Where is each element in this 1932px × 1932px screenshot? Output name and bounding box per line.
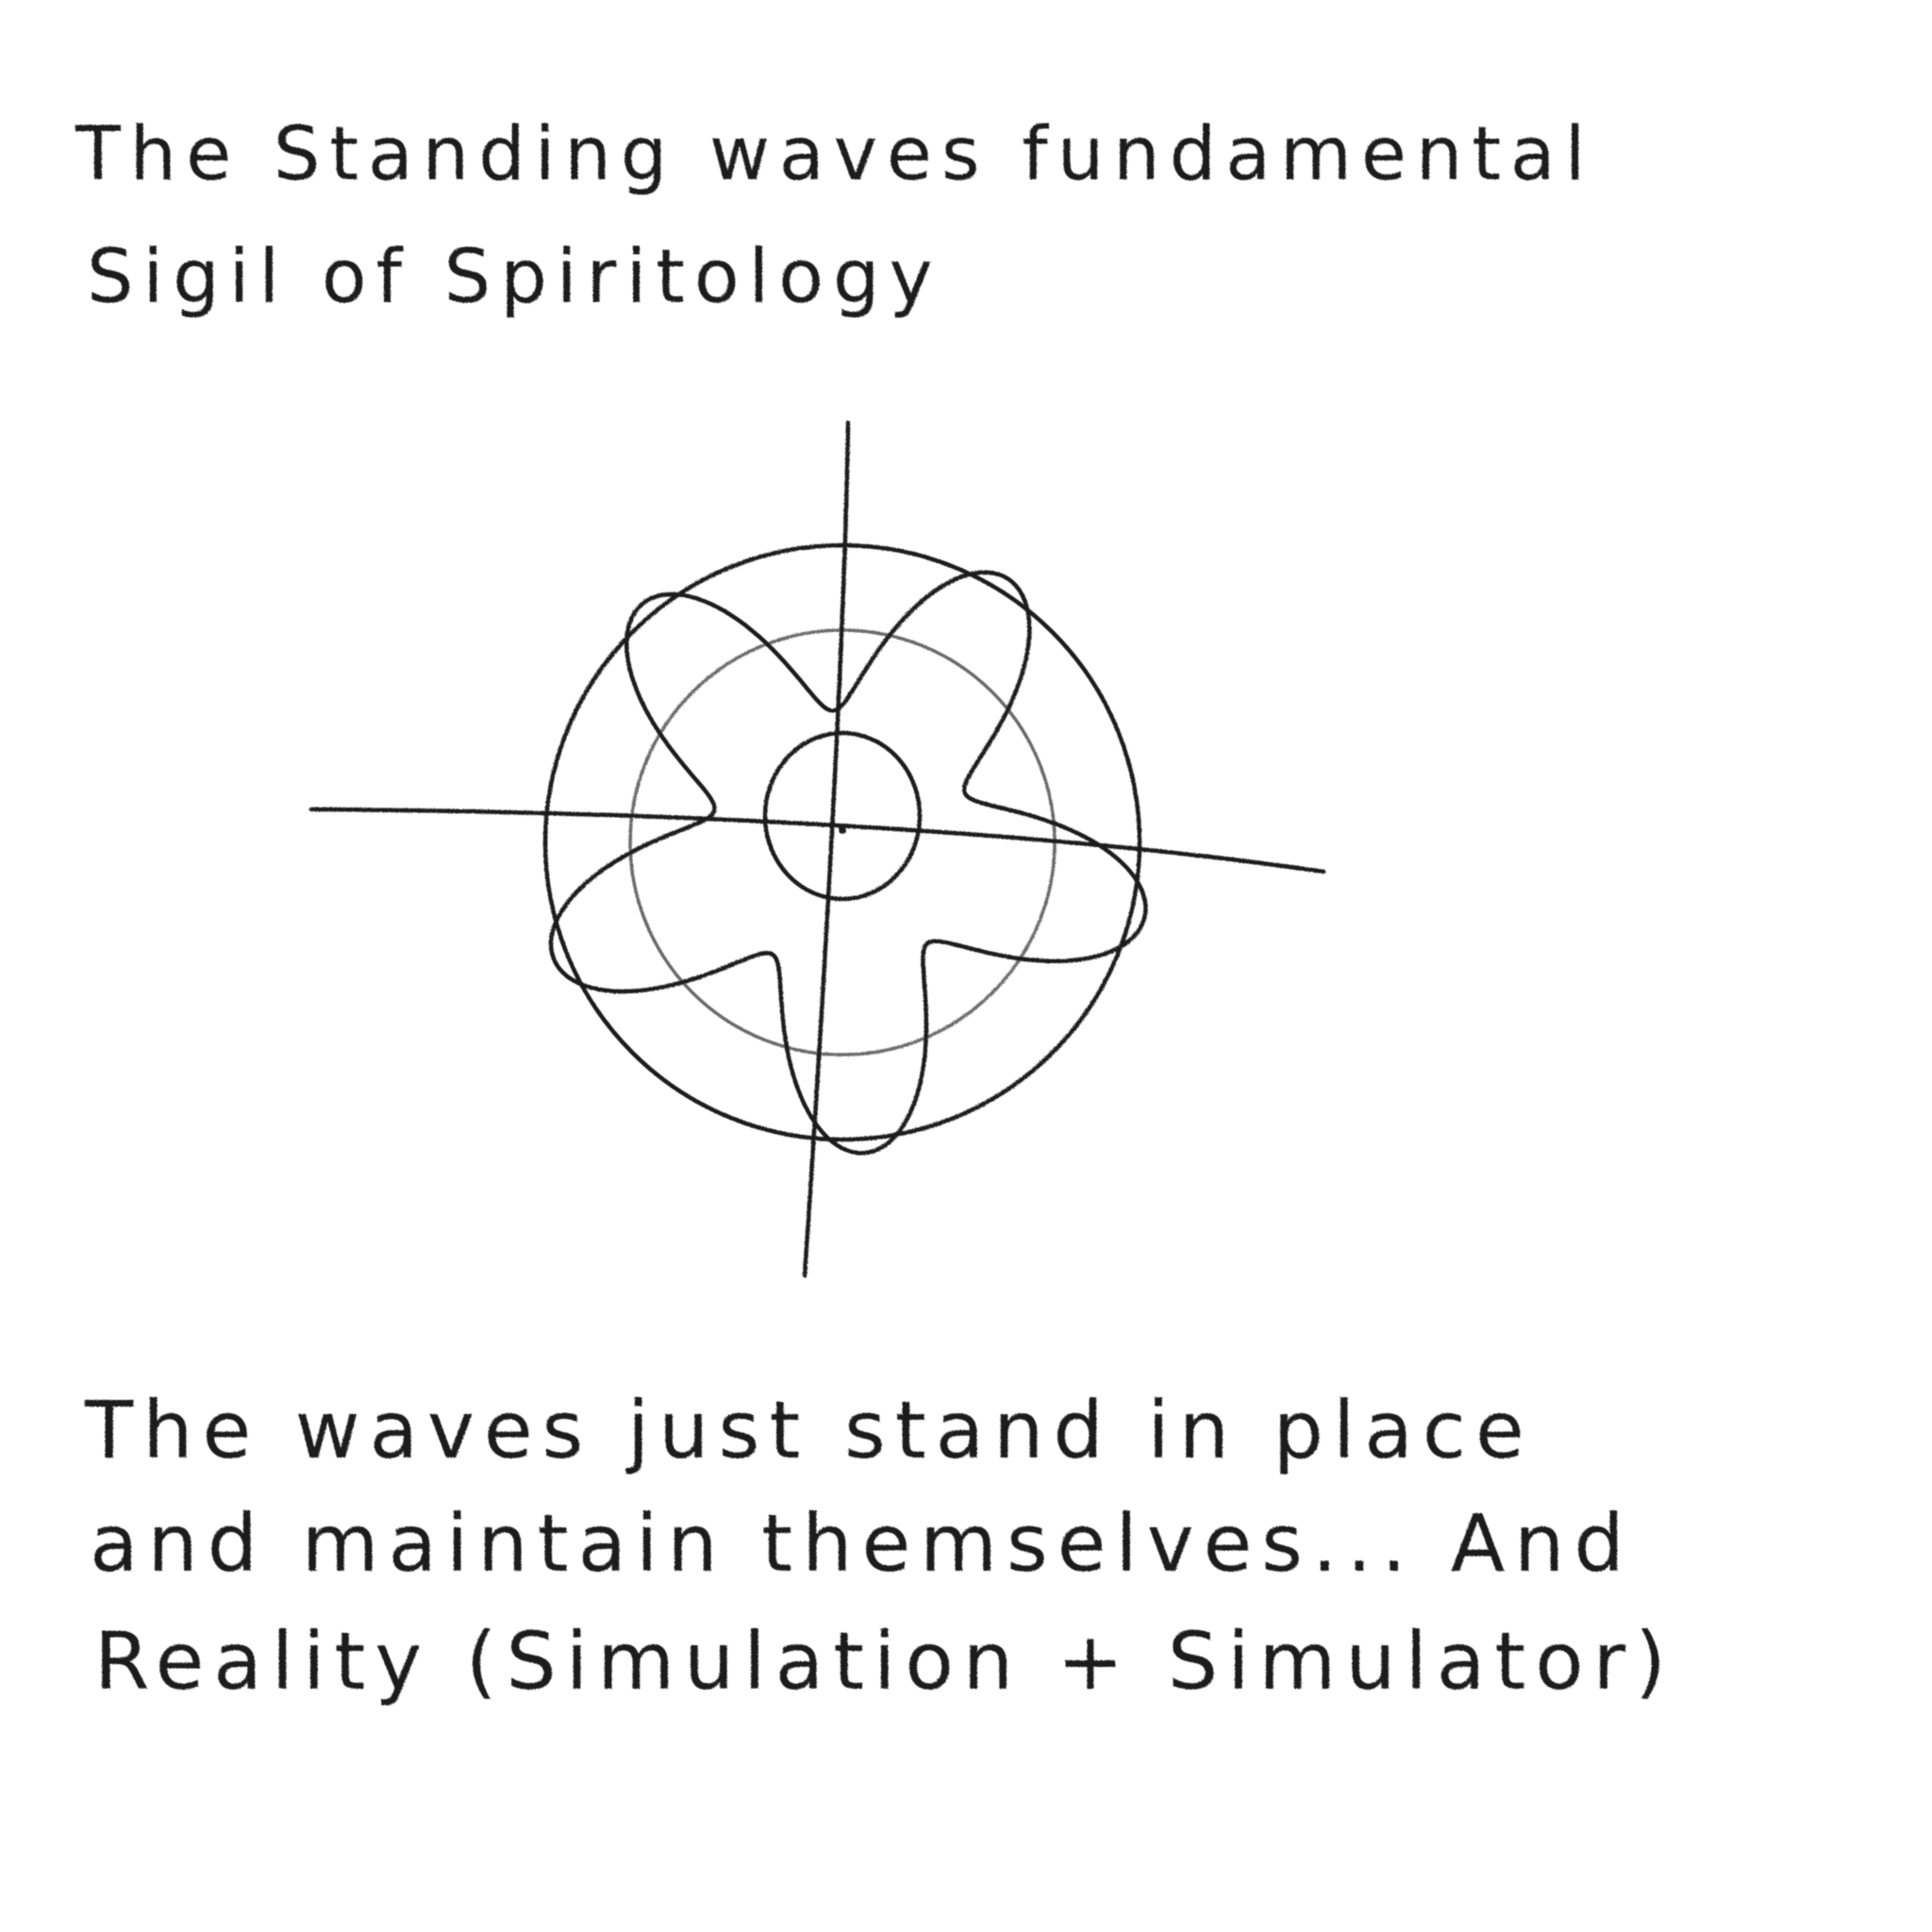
title-line-1: The Standing waves fundamental <box>75 112 1594 197</box>
five-petal-wave <box>548 570 1148 1156</box>
title-line-2: Sigil of Spiritology <box>87 235 942 320</box>
vertical-axis-line <box>802 420 851 1278</box>
caption-line-2: and maintain themselves... And <box>90 1497 1634 1590</box>
outer-circle <box>542 542 1142 1142</box>
middle-circle <box>628 628 1057 1057</box>
caption-line-3: Reality (Simulation + Simulator) <box>94 1615 1675 1707</box>
sigil <box>308 420 1326 1278</box>
center-dot <box>839 826 846 834</box>
inner-circle <box>762 730 923 902</box>
caption-line-1: The waves just stand in place <box>84 1384 1534 1476</box>
horizontal-axis-line <box>308 807 1326 874</box>
